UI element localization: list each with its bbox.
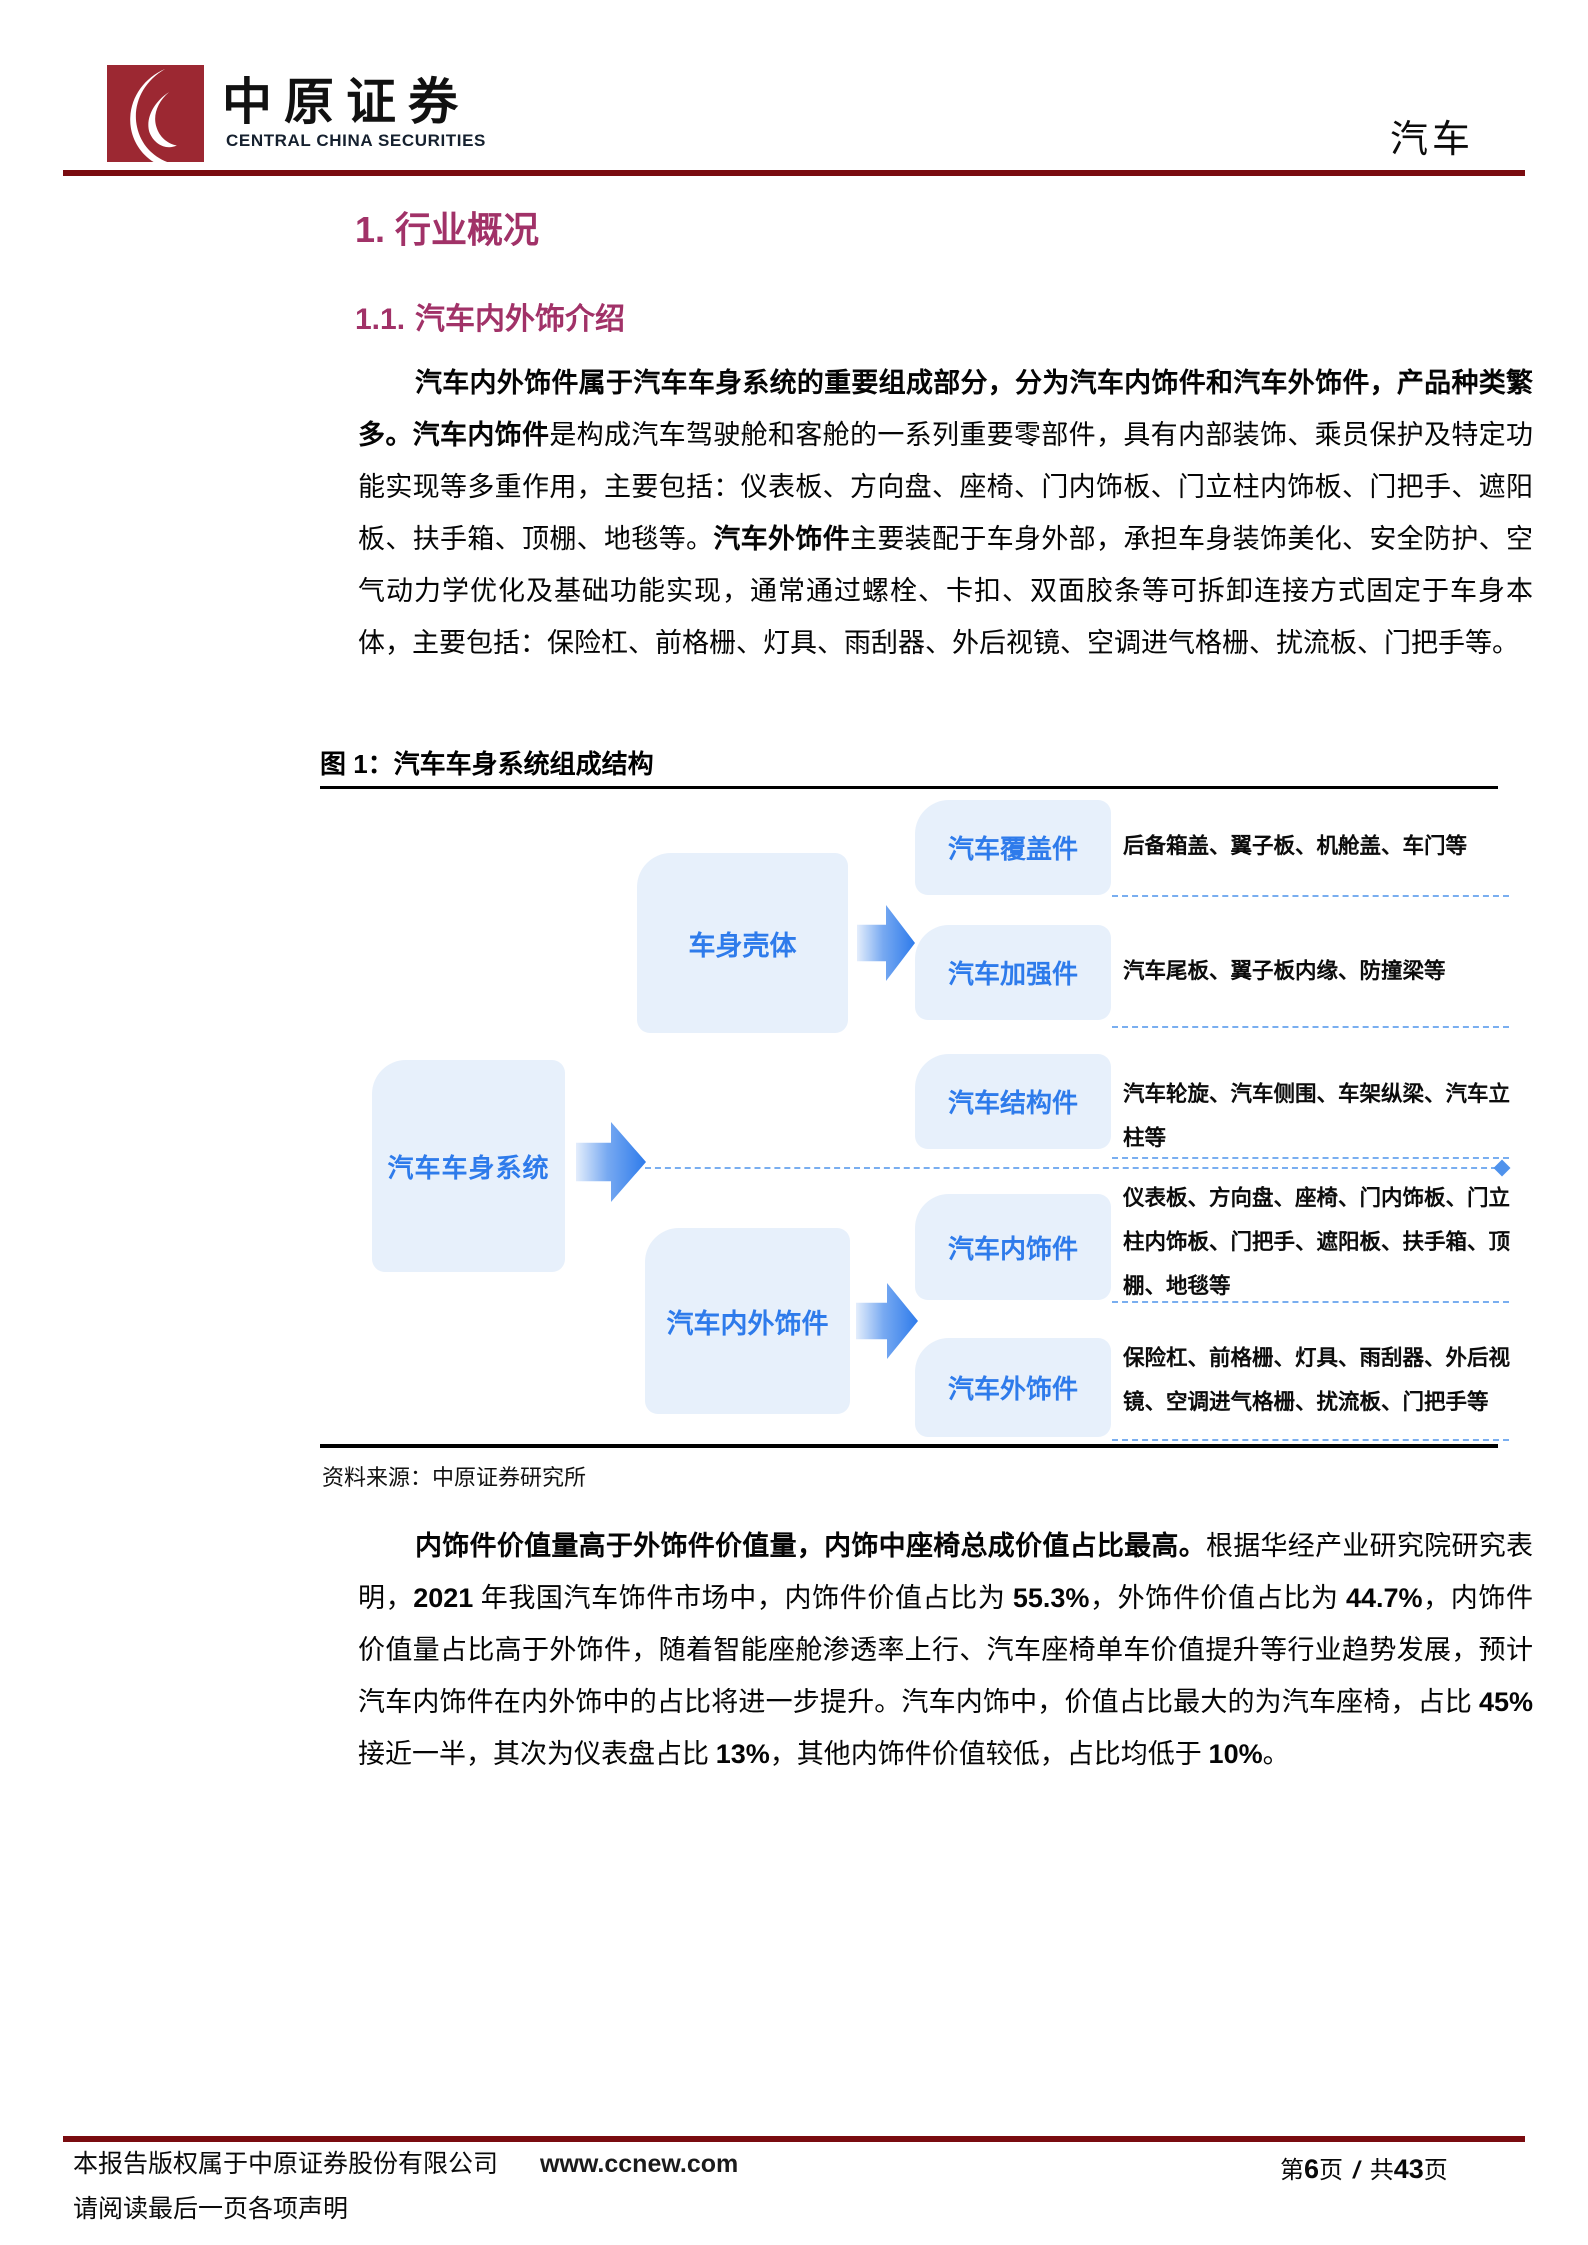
dashed-separator <box>1112 895 1509 897</box>
footer-copyright-text: 本报告版权属于中原证券股份有限公司 <box>73 2151 499 2178</box>
section-heading-1: 1.行业概况 <box>355 201 539 253</box>
diagram-node-exterior-parts: 汽车外饰件 <box>915 1338 1111 1437</box>
diagram-desc-covering-parts: 后备箱盖、翼子板、机舱盖、车门等 <box>1123 834 1468 858</box>
diagram-desc-structural-parts: 汽车轮旋、汽车侧围、车架纵梁、汽车立柱等 <box>1123 1082 1511 1150</box>
page-separator: / <box>1353 2157 1360 2184</box>
exterior-description: 主要装配于车身外部，承担车身装饰美化、安全防护、空气动力学优化及基础功能实现，通… <box>358 524 1534 658</box>
sector-label: 汽车 <box>1390 119 1475 161</box>
diagram-node-body-system: 汽车车身系统 <box>372 1060 565 1272</box>
footer-page-indicator: 第6页/共43页 <box>1280 2150 1448 2185</box>
value-share-text: 。 <box>1262 1739 1290 1769</box>
diagram-desc-reinforcement-parts: 汽车尾板、翼子板内缘、防撞梁等 <box>1123 959 1446 983</box>
paragraph-intro: 汽车内外饰件属于汽车车身系统的重要组成部分，分为汽车内饰件和汽车外饰件，产品种类… <box>358 357 1533 669</box>
dashed-separator <box>1112 1026 1509 1028</box>
brand-logo-mark-icon <box>107 65 204 162</box>
section-heading-1-text: 行业概况 <box>395 210 540 250</box>
page-label: 页 <box>1423 2158 1448 2184</box>
brand-name-cn: 中原证券 <box>222 74 470 130</box>
arrow-right-icon <box>857 905 915 981</box>
seat-share-value: 45% <box>1478 1687 1533 1717</box>
section-heading-1-1-text: 汽车内外饰介绍 <box>415 303 626 336</box>
figure-diagram: 汽车车身系统 车身壳体 汽车内外饰件 汽车覆盖件 汽车加强件 汽车结构件 汽车内… <box>360 795 1511 1445</box>
value-share-text: ，其他内饰件价值较低，占比均低于 <box>769 1739 1209 1769</box>
diamond-arrowhead-icon <box>1493 1159 1511 1177</box>
dashed-separator <box>1112 1157 1509 1159</box>
footer-website-link[interactable]: www.ccnew.com <box>540 2150 739 2178</box>
footer-copyright: 本报告版权属于中原证券股份有限公司 www.ccnew.com <box>73 2144 738 2180</box>
interior-share-value: 55.3% <box>1012 1583 1090 1613</box>
brand-name-en: CENTRAL CHINA SECURITIES <box>226 131 486 150</box>
value-share-text: ，内饰件价值量占比高于外饰件，随着智能座舱渗透率上行、汽车座椅单车价值提升等行业… <box>358 1583 1534 1717</box>
value-year: 2021 <box>413 1583 474 1613</box>
paragraph-intro-lead: 汽车内外饰件属于汽车车身系统的重要组成部分，分为汽车内饰件和汽车外饰件，产品种类… <box>358 368 1533 450</box>
arrow-right-icon <box>856 1283 918 1359</box>
figure-caption: 图 1：汽车车身系统组成结构 <box>320 749 654 779</box>
section-heading-1-1-number: 1.1. <box>355 303 406 336</box>
figure-source: 资料来源：中原证券研究所 <box>322 1465 587 1490</box>
section-heading-1-1: 1.1. 汽车内外饰介绍 <box>355 294 625 338</box>
value-share-text: 年我国汽车饰件市场中，内饰件价值占比为 <box>473 1583 1013 1613</box>
dashed-separator <box>1112 1439 1509 1441</box>
total-page-number: 43 <box>1393 2154 1424 2184</box>
header-divider <box>63 170 1525 176</box>
diagram-node-structural-parts: 汽车结构件 <box>915 1054 1111 1149</box>
diagram-node-interior-parts: 汽车内饰件 <box>915 1194 1111 1300</box>
footer-disclaimer: 请阅读最后一页各项声明 <box>73 2196 349 2223</box>
dashboard-share-value: 13% <box>715 1739 770 1769</box>
dashed-separator <box>1112 1301 1509 1303</box>
interior-description: 是构成汽车驾驶舱和客舱的一系列重要零部件，具有内部装饰、乘员保护及特定功能实现等… <box>358 420 1534 554</box>
diagram-node-body-shell: 车身壳体 <box>637 853 848 1033</box>
diagram-main-dashed-line <box>645 1167 1497 1169</box>
interior-term: 汽车内饰件 <box>412 420 550 450</box>
other-share-value: 10% <box>1208 1739 1263 1769</box>
paragraph-value-share: 内饰件价值量高于外饰件价值量，内饰中座椅总成价值占比最高。根据华经产业研究院研究… <box>358 1520 1533 1780</box>
diagram-node-reinforcement-parts: 汽车加强件 <box>915 925 1111 1020</box>
figure-top-rule <box>320 786 1498 789</box>
page-label: 第 <box>1280 2158 1304 2184</box>
exterior-share-value: 44.7% <box>1345 1583 1423 1613</box>
figure-bottom-rule <box>320 1444 1498 1448</box>
diagram-node-covering-parts: 汽车覆盖件 <box>915 800 1111 895</box>
value-share-text: ，外饰件价值占比为 <box>1089 1583 1346 1613</box>
page-label: 页 <box>1319 2158 1344 2184</box>
footer-divider <box>63 2136 1525 2142</box>
current-page-number: 6 <box>1304 2154 1320 2184</box>
diagram-desc-interior-parts: 仪表板、方向盘、座椅、门内饰板、门立柱内饰板、门把手、遮阳板、扶手箱、顶棚、地毯… <box>1123 1186 1511 1298</box>
paragraph-value-share-lead: 内饰件价值量高于外饰件价值量，内饰中座椅总成价值占比最高。 <box>415 1531 1206 1561</box>
value-share-text: 根据华经产业研究院研究表明， <box>358 1531 1534 1613</box>
diagram-desc-exterior-parts: 保险杠、前格栅、灯具、雨刮器、外后视镜、空调进气格栅、扰流板、门把手等 <box>1123 1346 1511 1414</box>
section-heading-1-number: 1. <box>355 209 386 250</box>
value-share-text: 接近一半，其次为仪表盘占比 <box>358 1739 716 1769</box>
arrow-right-icon <box>576 1122 646 1202</box>
diagram-node-interior-exterior-trim: 汽车内外饰件 <box>645 1228 850 1414</box>
page-label: 共 <box>1369 2158 1394 2184</box>
exterior-term: 汽车外饰件 <box>713 524 851 554</box>
